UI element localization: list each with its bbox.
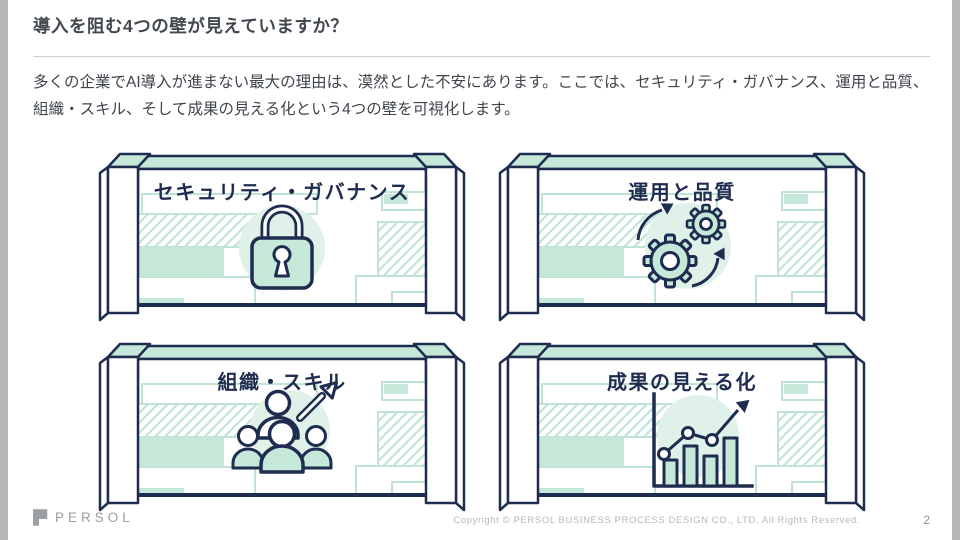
panel-label: 組織・スキル bbox=[217, 372, 347, 394]
wall-panel-operations: 運用と品質 bbox=[492, 140, 872, 326]
logo-text: PERSOL bbox=[55, 510, 134, 525]
panel-label: 成果の見える化 bbox=[607, 372, 757, 394]
wall-illustration bbox=[492, 330, 872, 516]
wall-panel-security: セキュリティ・ガバナンス bbox=[92, 140, 472, 326]
panel-label: 運用と品質 bbox=[628, 182, 736, 204]
left-gutter bbox=[0, 0, 8, 540]
slide-title: 導入を阻む4つの壁が見えていますか？ bbox=[33, 16, 349, 36]
persol-mark-icon bbox=[33, 509, 48, 526]
lock-icon bbox=[239, 204, 325, 291]
wall-panel-organization: 組織・スキル bbox=[92, 330, 472, 516]
title-divider bbox=[33, 56, 930, 57]
wall-illustration bbox=[92, 140, 472, 326]
page-number: 2 bbox=[923, 513, 930, 527]
walls-grid: セキュリティ・ガバナンス bbox=[92, 140, 872, 516]
bar-chart-icon bbox=[652, 392, 754, 488]
gears-icon bbox=[636, 203, 731, 289]
right-gutter bbox=[952, 0, 960, 540]
wall-panel-results: 成果の見える化 bbox=[492, 330, 872, 516]
wall-illustration bbox=[92, 330, 472, 516]
slide-body-text: 多くの企業でAI導入が進まない最大の理由は、漠然とした不安にあります。ここでは、… bbox=[33, 74, 929, 118]
persol-logo: PERSOL bbox=[33, 509, 134, 526]
panel-label: セキュリティ・ガバナンス bbox=[153, 182, 411, 204]
team-growth-icon bbox=[231, 381, 338, 474]
copyright: Copyright © PERSOL BUSINESS PROCESS DESI… bbox=[453, 515, 860, 526]
wall-illustration bbox=[492, 140, 872, 326]
